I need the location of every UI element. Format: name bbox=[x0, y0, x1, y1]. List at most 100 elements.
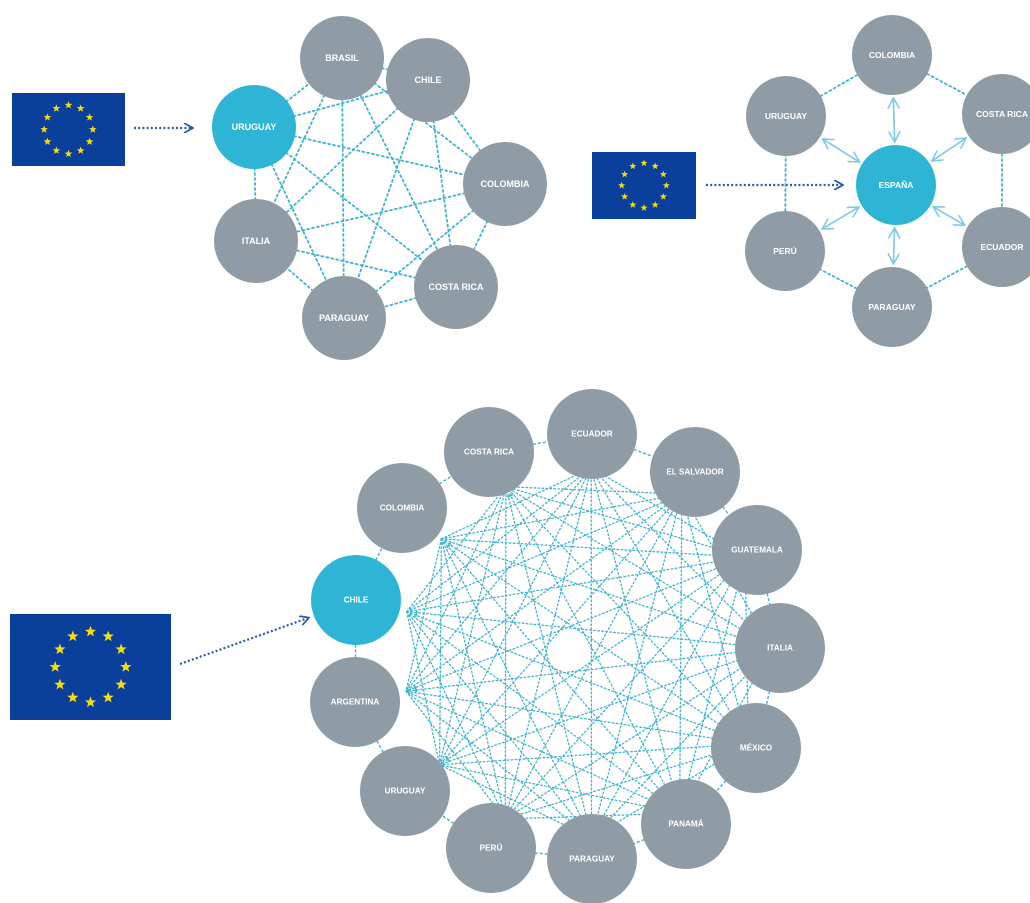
mesh-link bbox=[431, 114, 453, 253]
mesh-link bbox=[406, 467, 592, 613]
flag-star-icon bbox=[115, 678, 127, 690]
flag-star-icon bbox=[54, 678, 66, 690]
node-perú: PERÚ bbox=[446, 803, 536, 893]
flag-star-icon bbox=[43, 113, 52, 121]
flag-star-icon bbox=[120, 661, 132, 672]
mesh-link bbox=[505, 486, 773, 649]
mesh-link bbox=[405, 467, 592, 692]
ring-link bbox=[819, 268, 858, 290]
country-node-circle bbox=[962, 74, 1030, 154]
double-arrow-icon bbox=[933, 137, 966, 160]
node-label: PANAMÁ bbox=[668, 819, 703, 829]
node-label: PARAGUAY bbox=[569, 855, 615, 864]
flag-star-icon bbox=[651, 162, 659, 170]
mesh-link bbox=[505, 486, 683, 495]
node-colombia: COLOMBIA bbox=[852, 15, 932, 95]
node-label: ARGENTINA bbox=[331, 698, 380, 707]
mesh-link bbox=[405, 690, 506, 820]
double-arrow-icon bbox=[822, 138, 858, 161]
double-arrow-icon bbox=[822, 207, 858, 230]
node-panamá: PANAMÁ bbox=[641, 779, 731, 869]
mesh-link bbox=[281, 103, 403, 218]
ring-link bbox=[926, 73, 968, 96]
node-costa-rica: COSTA RICA bbox=[962, 74, 1030, 154]
link-dot bbox=[506, 495, 509, 498]
mesh-link bbox=[377, 295, 423, 310]
mesh-link bbox=[440, 538, 749, 745]
mesh-link bbox=[405, 556, 746, 692]
mesh-link bbox=[405, 493, 683, 692]
ring-link bbox=[722, 506, 730, 516]
mesh-link bbox=[405, 690, 593, 839]
flag-star-icon bbox=[40, 125, 49, 133]
flag-star-icon bbox=[102, 691, 114, 703]
node-italia: ITALIA bbox=[735, 603, 825, 693]
double-arrow-icon bbox=[893, 229, 894, 264]
ring-link bbox=[535, 852, 548, 855]
node-label: COSTA RICA bbox=[464, 448, 514, 457]
flag-star-icon bbox=[84, 696, 97, 708]
mesh-link bbox=[438, 467, 592, 766]
node-label: COLOMBIA bbox=[380, 504, 425, 513]
mesh-link bbox=[438, 743, 749, 766]
flag-star-icon bbox=[85, 137, 94, 145]
mesh-link bbox=[440, 538, 506, 820]
ring-link bbox=[633, 448, 654, 458]
node-costa-rica: COSTA RICA bbox=[444, 407, 534, 497]
mesh-link bbox=[590, 556, 746, 839]
mesh-link bbox=[438, 647, 773, 766]
node-label: CHILE bbox=[344, 596, 369, 605]
node-ecuador: ECUADOR bbox=[547, 389, 637, 479]
mesh-link bbox=[281, 148, 429, 266]
mesh-link bbox=[341, 93, 345, 283]
ring-links bbox=[784, 73, 1003, 290]
node-label: MÉXICO bbox=[740, 743, 773, 753]
mesh-link bbox=[290, 191, 471, 234]
node-el-salvador: EL SALVADOR bbox=[650, 427, 740, 517]
mesh-link bbox=[438, 493, 683, 766]
mesh-link bbox=[281, 79, 315, 106]
link-dot bbox=[448, 760, 450, 763]
flag-star-icon bbox=[651, 201, 659, 208]
flag-star-icon bbox=[49, 661, 61, 672]
mesh-link bbox=[505, 486, 746, 558]
flag-star-icon bbox=[640, 159, 648, 167]
mesh-link bbox=[406, 610, 749, 745]
mesh-link bbox=[679, 493, 683, 814]
mesh-link bbox=[440, 538, 746, 558]
country-node-circle bbox=[444, 407, 534, 497]
flag-star-icon bbox=[621, 192, 629, 200]
mesh-link bbox=[504, 486, 507, 820]
ring-link bbox=[766, 593, 771, 605]
flag-star-icon bbox=[88, 125, 97, 133]
node-costa-rica: COSTA RICA bbox=[414, 245, 498, 329]
node-colombia: COLOMBIA bbox=[357, 463, 447, 553]
node-label: ITALIA bbox=[242, 236, 271, 246]
node-label: URUGUAY bbox=[385, 787, 426, 796]
country-node-circle bbox=[446, 803, 536, 893]
mesh-link bbox=[268, 158, 330, 287]
mesh-link bbox=[504, 556, 746, 820]
mesh-link bbox=[438, 486, 507, 766]
mesh-link bbox=[370, 206, 479, 296]
country-node-circle bbox=[360, 746, 450, 836]
node-label: PERÚ bbox=[773, 245, 797, 256]
eu-flag-icon bbox=[10, 614, 171, 720]
eu-flag-icon bbox=[12, 93, 125, 166]
mesh-link bbox=[287, 88, 395, 119]
ring-link bbox=[375, 547, 383, 561]
flag-star-icon bbox=[659, 192, 667, 200]
country-node-circle bbox=[463, 142, 547, 226]
country-node-circle bbox=[386, 38, 470, 122]
flag-star-icon bbox=[102, 630, 114, 642]
node-perú: PERÚ bbox=[745, 211, 825, 291]
mesh-link bbox=[405, 486, 507, 692]
node-chile: CHILE bbox=[311, 555, 401, 645]
flag-star-icon bbox=[67, 630, 79, 642]
ring-link bbox=[439, 475, 452, 485]
mesh-link bbox=[355, 113, 417, 285]
